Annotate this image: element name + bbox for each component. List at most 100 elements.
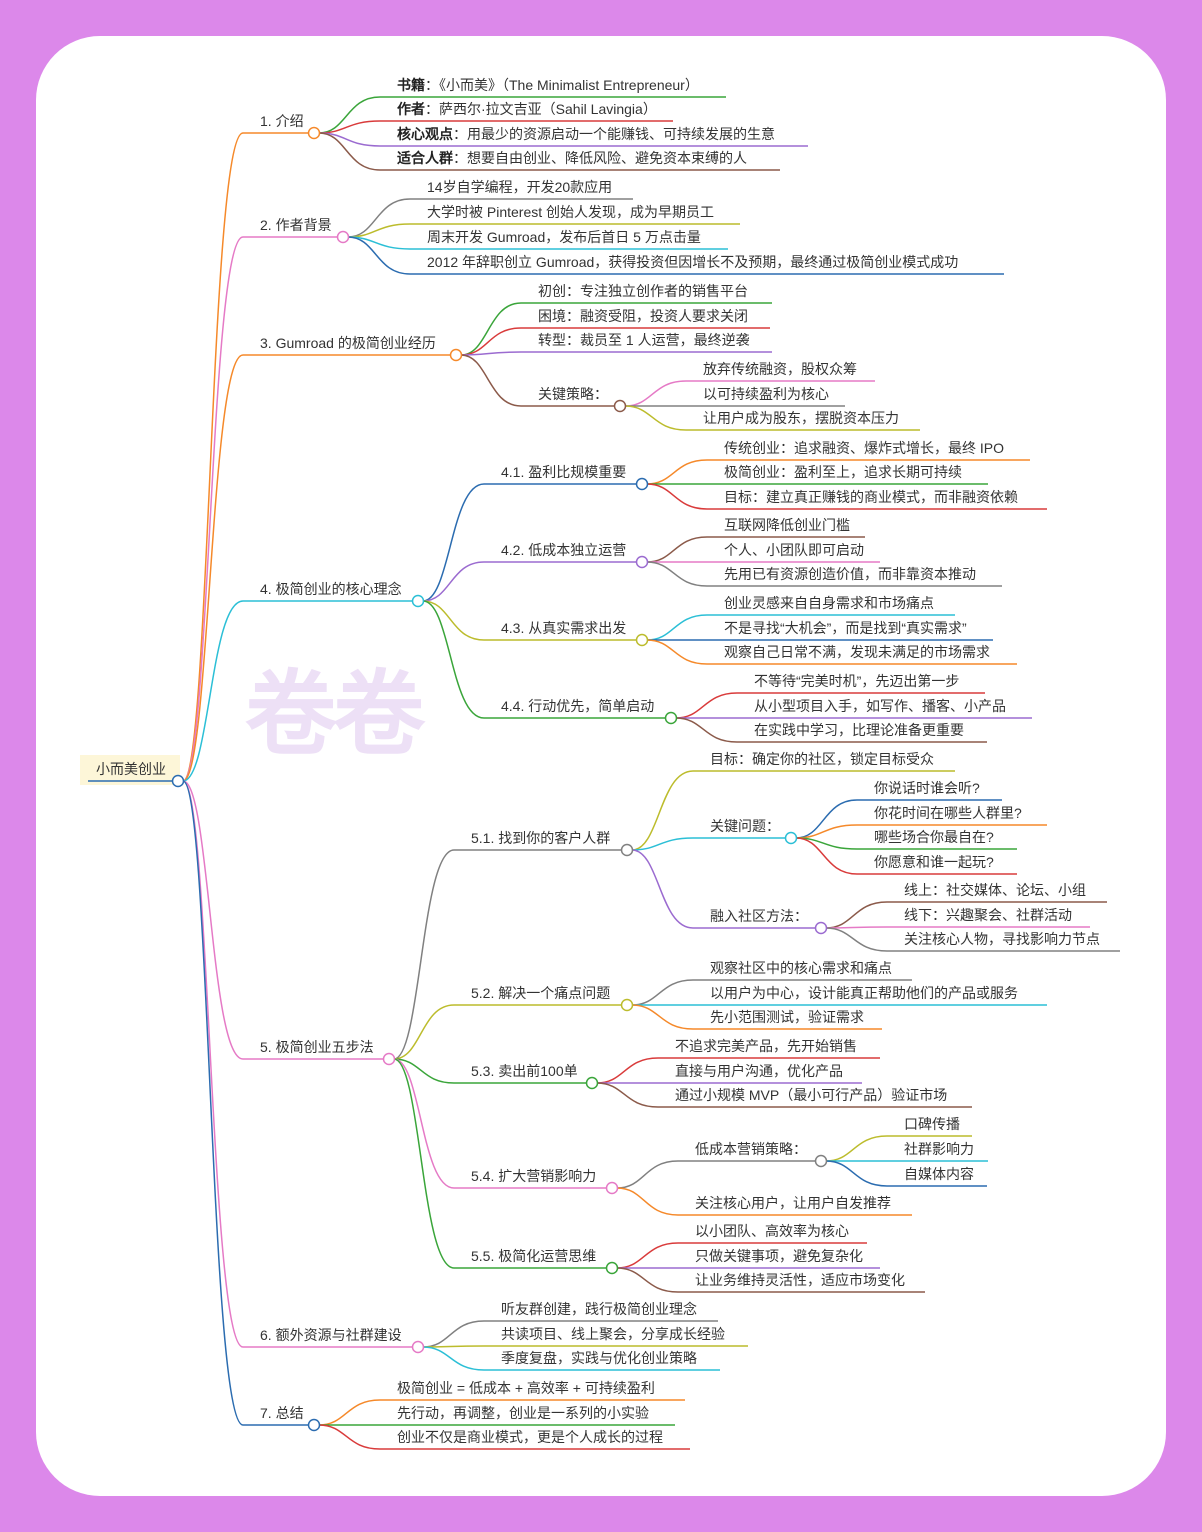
- leaf-node[interactable]: 书籍：《小而美》（The Minimalist Entrepreneur）: [397, 76, 699, 94]
- leaf-node[interactable]: 听友群创建，践行极简创业理念: [501, 1300, 697, 1318]
- branch-node[interactable]: 关键问题：: [710, 817, 780, 835]
- root-node[interactable]: 小而美创业: [96, 760, 166, 778]
- leaf-node[interactable]: 先用已有资源创造价值，而非靠资本推动: [724, 565, 976, 583]
- branch-node[interactable]: 5.4. 扩大营销影响力: [471, 1167, 596, 1185]
- branch-node[interactable]: 融入社区方法：: [710, 907, 808, 925]
- collapse-toggle-circle[interactable]: [171, 774, 185, 788]
- leaf-node[interactable]: 口碑传播: [904, 1115, 960, 1133]
- collapse-toggle-circle[interactable]: [664, 711, 678, 725]
- edge: [795, 837, 858, 875]
- leaf-node[interactable]: 线下：兴趣聚会、社群活动: [904, 906, 1072, 924]
- branch-node[interactable]: 7. 总结: [260, 1404, 304, 1422]
- leaf-node[interactable]: 放弃传统融资，股权众筹: [703, 360, 857, 378]
- leaf-node[interactable]: 自媒体内容: [904, 1165, 974, 1183]
- node-label: ：用最少的资源启动一个能赚钱、可持续发展的生意: [453, 126, 775, 142]
- leaf-node[interactable]: 社群影响力: [904, 1140, 974, 1158]
- leaf-node[interactable]: 让业务维持灵活性，适应市场变化: [695, 1271, 905, 1289]
- leaf-node[interactable]: 以可持续盈利为核心: [703, 385, 829, 403]
- leaf-node[interactable]: 以用户为中心，设计能真正帮助他们的产品或服务: [710, 984, 1018, 1002]
- branch-node[interactable]: 4.2. 低成本独立运营: [501, 541, 626, 559]
- leaf-node[interactable]: 初创：专注独立创作者的销售平台: [538, 282, 748, 300]
- branch-node[interactable]: 5.3. 卖出前100单: [471, 1062, 578, 1080]
- collapse-toggle-circle[interactable]: [336, 230, 350, 244]
- branch-node[interactable]: 1. 介绍: [260, 112, 304, 130]
- leaf-node[interactable]: 极简创业 = 低成本 + 高效率 + 可持续盈利: [397, 1379, 655, 1397]
- branch-node[interactable]: 3. Gumroad 的极简创业经历: [260, 334, 436, 352]
- leaf-node[interactable]: 2012 年辞职创立 Gumroad，获得投资但因增长不及预期，最终通过极简创业…: [427, 253, 958, 271]
- branch-node[interactable]: 5.1. 找到你的客户人群: [471, 829, 610, 847]
- collapse-toggle-circle[interactable]: [784, 831, 798, 845]
- collapse-toggle-circle[interactable]: [635, 633, 649, 647]
- branch-node[interactable]: 5.2. 解决一个痛点问题: [471, 984, 610, 1002]
- collapse-toggle-circle[interactable]: [814, 921, 828, 935]
- node-label: 直接与用户沟通，优化产品: [675, 1063, 843, 1079]
- leaf-node[interactable]: 作者：萨西尔·拉文吉亚（Sahil Lavingia）: [397, 100, 657, 118]
- leaf-node[interactable]: 关注核心用户，让用户自发推荐: [695, 1194, 891, 1212]
- edge: [182, 780, 244, 1060]
- leaf-node[interactable]: 季度复盘，实践与优化创业策略: [501, 1349, 697, 1367]
- leaf-node[interactable]: 你说话时谁会听?: [874, 779, 980, 797]
- collapse-toggle-circle[interactable]: [635, 477, 649, 491]
- leaf-node[interactable]: 传统创业：追求融资、爆炸式增长，最终 IPO: [724, 439, 1004, 457]
- leaf-node[interactable]: 不等待“完美时机”，先迈出第一步: [754, 672, 959, 690]
- branch-node[interactable]: 4.3. 从真实需求出发: [501, 619, 626, 637]
- collapse-toggle-circle[interactable]: [307, 126, 321, 140]
- leaf-node[interactable]: 通过小规模 MVP（最小可行产品）验证市场: [675, 1086, 947, 1104]
- branch-node[interactable]: 关键策略：: [538, 385, 608, 403]
- leaf-node[interactable]: 在实践中学习，比理论准备更重要: [754, 721, 964, 739]
- collapse-toggle-circle[interactable]: [605, 1181, 619, 1195]
- branch-node[interactable]: 4. 极简创业的核心理念: [260, 580, 402, 598]
- branch-node[interactable]: 5.5. 极简化运营思维: [471, 1247, 596, 1265]
- collapse-toggle-circle[interactable]: [605, 1261, 619, 1275]
- leaf-node[interactable]: 关注核心人物，寻找影响力节点: [904, 930, 1100, 948]
- leaf-node[interactable]: 14岁自学编程，开发20款应用: [427, 178, 612, 196]
- leaf-node[interactable]: 不追求完美产品，先开始销售: [675, 1037, 857, 1055]
- leaf-node[interactable]: 大学时被 Pinterest 创始人发现，成为早期员工: [427, 203, 714, 221]
- leaf-node[interactable]: 互联网降低创业门槛: [724, 516, 850, 534]
- leaf-node[interactable]: 核心观点：用最少的资源启动一个能赚钱、可持续发展的生意: [397, 125, 775, 143]
- leaf-node[interactable]: 极简创业：盈利至上，追求长期可持续: [724, 463, 962, 481]
- branch-node[interactable]: 4.4. 行动优先，简单启动: [501, 697, 654, 715]
- collapse-toggle-circle[interactable]: [411, 594, 425, 608]
- leaf-node[interactable]: 你花时间在哪些人群里?: [874, 804, 1022, 822]
- collapse-toggle-circle[interactable]: [307, 1418, 321, 1432]
- branch-node[interactable]: 4.1. 盈利比规模重要: [501, 463, 626, 481]
- leaf-node[interactable]: 从小型项目入手，如写作、播客、小产品: [754, 697, 1006, 715]
- leaf-node[interactable]: 困境：融资受阻，投资人要求关闭: [538, 307, 748, 325]
- node-label: 让业务维持灵活性，适应市场变化: [695, 1272, 905, 1288]
- leaf-node[interactable]: 观察社区中的核心需求和痛点: [710, 959, 892, 977]
- collapse-toggle-circle[interactable]: [814, 1154, 828, 1168]
- leaf-node[interactable]: 创业不仅是商业模式，更是个人成长的过程: [397, 1428, 663, 1446]
- leaf-node[interactable]: 观察自己日常不满，发现未满足的市场需求: [724, 643, 990, 661]
- leaf-node[interactable]: 以小团队、高效率为核心: [695, 1222, 849, 1240]
- collapse-toggle-circle[interactable]: [620, 843, 634, 857]
- leaf-node[interactable]: 转型：裁员至 1 人运营，最终逆袭: [538, 331, 750, 349]
- leaf-node[interactable]: 线上：社交媒体、论坛、小组: [904, 881, 1086, 899]
- leaf-node[interactable]: 只做关键事项，避免复杂化: [695, 1247, 863, 1265]
- branch-node[interactable]: 低成本营销策略：: [695, 1140, 807, 1158]
- collapse-toggle-circle[interactable]: [449, 348, 463, 362]
- leaf-node[interactable]: 让用户成为股东，摆脱资本压力: [703, 409, 899, 427]
- leaf-node[interactable]: 共读项目、线上聚会，分享成长经验: [501, 1325, 725, 1343]
- branch-node[interactable]: 6. 额外资源与社群建设: [260, 1326, 402, 1344]
- leaf-node[interactable]: 不是寻找“大机会”，而是找到“真实需求”: [724, 619, 967, 637]
- leaf-node[interactable]: 创业灵感来自自身需求和市场痛点: [724, 594, 934, 612]
- leaf-node[interactable]: 先小范围测试，验证需求: [710, 1008, 864, 1026]
- leaf-node[interactable]: 目标：确定你的社区，锁定目标受众: [710, 750, 934, 768]
- collapse-toggle-circle[interactable]: [585, 1076, 599, 1090]
- collapse-toggle-circle[interactable]: [635, 555, 649, 569]
- branch-node[interactable]: 5. 极简创业五步法: [260, 1038, 374, 1056]
- collapse-toggle-circle[interactable]: [411, 1340, 425, 1354]
- collapse-toggle-circle[interactable]: [620, 998, 634, 1012]
- leaf-node[interactable]: 个人、小团队即可启动: [724, 541, 864, 559]
- leaf-node[interactable]: 周末开发 Gumroad，发布后首日 5 万点击量: [427, 228, 701, 246]
- leaf-node[interactable]: 适合人群：想要自由创业、降低风险、避免资本束缚的人: [397, 149, 747, 167]
- collapse-toggle-circle[interactable]: [382, 1052, 396, 1066]
- leaf-node[interactable]: 直接与用户沟通，优化产品: [675, 1062, 843, 1080]
- leaf-node[interactable]: 哪些场合你最自在?: [874, 828, 994, 846]
- leaf-node[interactable]: 目标：建立真正赚钱的商业模式，而非融资依赖: [724, 488, 1018, 506]
- leaf-node[interactable]: 先行动，再调整，创业是一系列的小实验: [397, 1404, 649, 1422]
- leaf-node[interactable]: 你愿意和谁一起玩?: [874, 853, 994, 871]
- collapse-toggle-circle[interactable]: [613, 399, 627, 413]
- branch-node[interactable]: 2. 作者背景: [260, 216, 332, 234]
